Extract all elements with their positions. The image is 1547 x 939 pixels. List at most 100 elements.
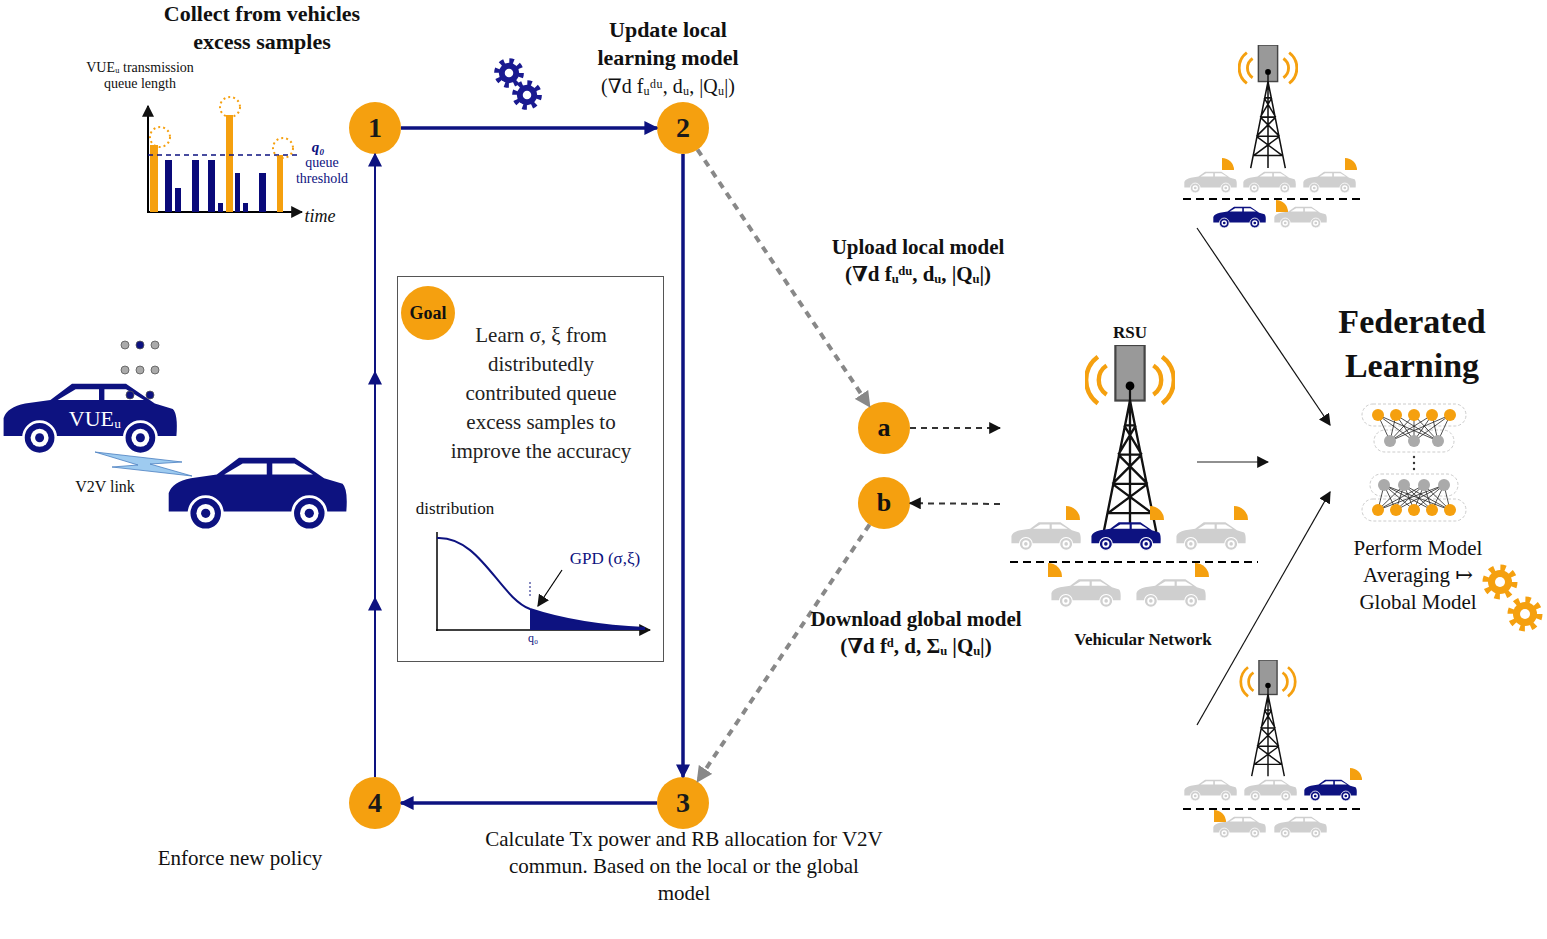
plot-axis: [436, 532, 438, 631]
layer-outline: [1362, 499, 1466, 521]
gear-icon: [1511, 600, 1539, 628]
step-circle: 1Collect from vehicles excess samples: [349, 102, 401, 154]
lane-line: [1010, 561, 1258, 563]
signal-icon: [1214, 810, 1226, 822]
vehicle: [1274, 817, 1327, 838]
vehicle: [1136, 579, 1205, 607]
neural-network-icon: [1362, 404, 1466, 521]
vehicle: [169, 458, 347, 530]
goal-badge: Goal: [401, 286, 455, 340]
queue-bar: [226, 115, 233, 212]
queue-bar: [243, 203, 248, 212]
connector-arrow: [374, 154, 376, 777]
queue-bar: [218, 203, 223, 212]
nn-output-layer: [1372, 409, 1456, 516]
queue-bar: [277, 155, 283, 212]
step-circle: 2Update local learning model(∇d fᵤᵈᵘ, dᵤ…: [657, 102, 709, 154]
queue-bar: [175, 188, 181, 212]
lane-line: [1183, 808, 1360, 810]
vehicle: [1091, 522, 1160, 550]
vehicle: [1304, 780, 1357, 801]
step-circle: 3Calculate Tx power and RB allocation fo…: [657, 777, 709, 829]
connector-arrow: [910, 427, 1000, 429]
upload-arrow: [1197, 228, 1330, 425]
step-number: 3: [657, 788, 709, 818]
gpd-curve: [437, 538, 645, 628]
connector-arrow: [910, 502, 1000, 505]
rsu-tower: [1086, 345, 1174, 532]
gears: [497, 61, 1539, 628]
link-label: V2V link: [60, 478, 150, 496]
gear-icon: [497, 61, 521, 85]
queue-bar: [208, 160, 215, 212]
signal-icon: [1222, 158, 1234, 170]
fl-heading: Federated Learning: [1282, 300, 1542, 388]
rsu-tower: [1241, 660, 1295, 776]
goal-distribution-plot: [436, 532, 650, 631]
axis-label: time: [295, 206, 345, 226]
connector-arrow: [1197, 461, 1268, 462]
threshold-label: queue threshold: [282, 155, 362, 187]
vehicle: [4, 384, 177, 454]
excess-marker: [220, 97, 240, 117]
connector-arrow: [697, 150, 869, 407]
edge-label: Download global model (∇d fᵈ, d, Σᵤ |Qᵤ|…: [801, 606, 1031, 660]
vehicle: [1303, 172, 1356, 193]
exchange-letter: b: [858, 488, 910, 518]
vehicle: [1051, 579, 1120, 607]
signal-icon: [1066, 506, 1080, 520]
network-label: Vehicular Network: [1033, 630, 1253, 650]
step-heading: Update local learning model: [568, 16, 768, 72]
vehicular-network-illustration: [1010, 345, 1258, 607]
goal-box: Learn σ, ξ from distributedly contribute…: [397, 276, 664, 662]
cluster-arrows: [1197, 228, 1330, 725]
edge-label: Upload local model (∇d fᵤᵈᵘ, dᵤ, |Qᵤ|): [813, 234, 1023, 288]
y-axis: [147, 106, 149, 213]
goal-label: Goal: [398, 302, 458, 324]
exchange-circle: a: [858, 402, 910, 454]
step-formula: (∇d fᵤᵈᵘ, dᵤ, |Qᵤ|): [538, 74, 798, 98]
signal-icon: [1234, 506, 1248, 520]
step-number: 1: [349, 113, 401, 143]
fl-description: Perform Model Averaging ↦ Global Model: [1343, 535, 1493, 616]
vehicle: [1244, 780, 1297, 801]
nn-hidden-layer: [1378, 435, 1450, 491]
threshold-tick: [530, 582, 531, 596]
v2v-cars: [4, 341, 347, 530]
step-heading: Collect from vehicles excess samples: [142, 0, 382, 56]
signal-icon: [1195, 563, 1209, 577]
signal-icon: [1345, 158, 1357, 170]
signal-icon: [1276, 200, 1288, 212]
queue-bar: [192, 160, 199, 212]
threshold-symbol: q₀: [521, 631, 545, 645]
axis-label: VUEᵤ transmission queue length: [85, 60, 195, 92]
queue-icon: [121, 341, 159, 399]
nn-weights: [1378, 415, 1450, 510]
vehicle-label: VUEᵤ: [55, 407, 135, 431]
queue-bar: [259, 173, 266, 212]
vehicle: [1213, 207, 1266, 228]
connector-arrow: [401, 801, 657, 805]
queue-chart: [147, 97, 302, 213]
signal-icon: [1048, 563, 1062, 577]
threshold-line: [148, 154, 300, 156]
connector-arrow: [401, 126, 657, 130]
signal-icon: [1150, 506, 1164, 520]
rsu-label: RSU: [1090, 323, 1170, 343]
rsu-tower: [1239, 45, 1297, 168]
exchange-circle: b: [858, 477, 910, 529]
step-description: Enforce new policy: [110, 845, 370, 872]
vehicle: [1184, 172, 1237, 193]
vehicle: [1184, 780, 1237, 801]
step-number: 2: [657, 113, 709, 143]
gear-icon: [1486, 568, 1514, 596]
excess-marker: [150, 127, 170, 147]
step-circle: 4Enforce new policy: [349, 777, 401, 829]
layer-outline: [1370, 474, 1458, 496]
step-description: Calculate Tx power and RB allocation for…: [484, 826, 884, 907]
signal-icon: [1350, 768, 1362, 780]
